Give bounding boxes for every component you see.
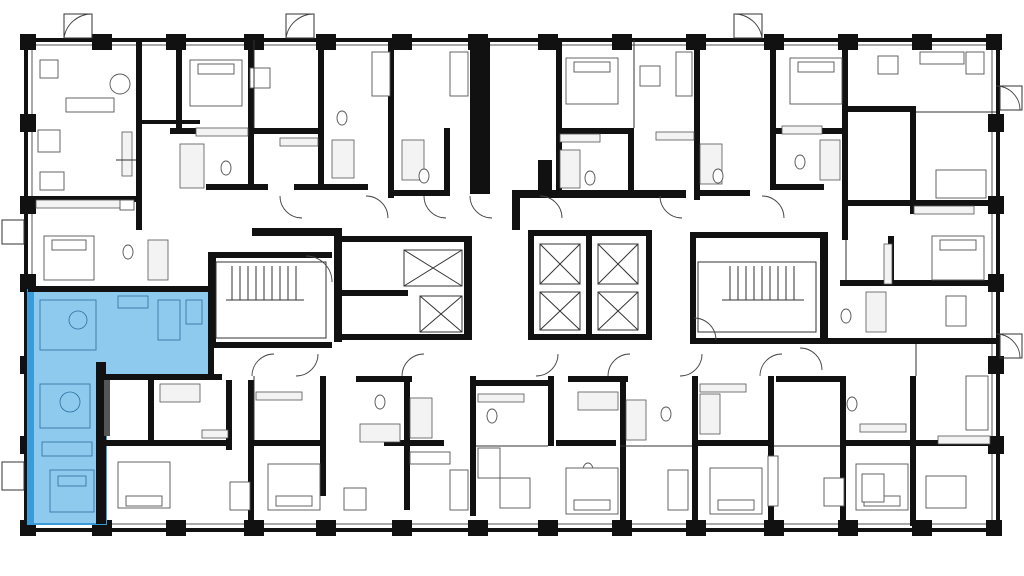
beds (43, 57, 987, 515)
stair-west (226, 266, 304, 301)
facade-doors (1, 13, 1023, 491)
elevator-shafts-east (539, 243, 639, 331)
fixtures (35, 110, 991, 478)
living-furniture (37, 51, 989, 511)
building-core (208, 40, 828, 348)
corridor-doors (251, 195, 823, 377)
stair-east (722, 266, 804, 301)
north-units (28, 40, 996, 344)
south-units (28, 286, 996, 530)
detail-lines (116, 40, 996, 507)
